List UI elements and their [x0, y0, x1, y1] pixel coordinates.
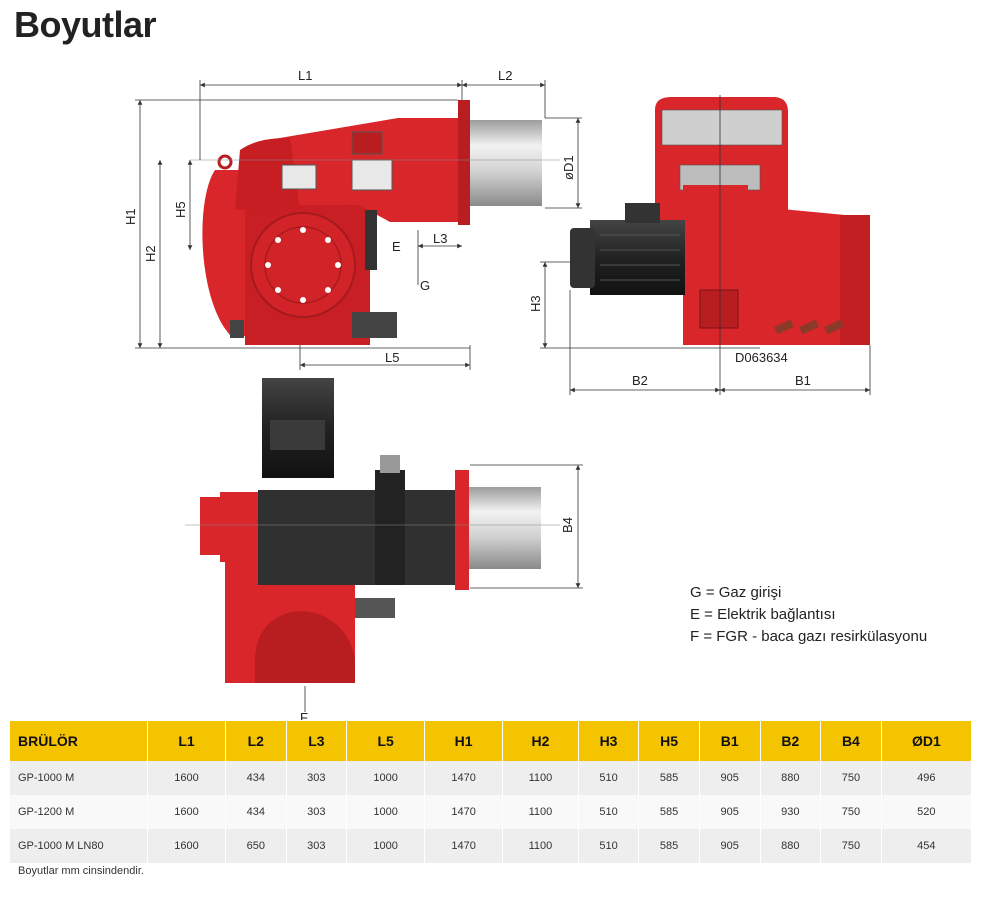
cell: 905 [699, 761, 761, 795]
cell: 1000 [346, 829, 426, 863]
cell: 510 [578, 761, 640, 795]
cell: 510 [578, 829, 640, 863]
legend-item-fgr: F = FGR - baca gazı resirkülasyonu [690, 628, 928, 645]
cell: 1470 [424, 829, 504, 863]
header-b2: B2 [760, 721, 822, 761]
cell: 750 [820, 795, 882, 829]
side-view [190, 100, 560, 345]
page-title: Boyutlar [14, 4, 157, 45]
cell: 1600 [147, 795, 226, 829]
cell: 496 [881, 761, 973, 795]
cell: 520 [881, 795, 973, 829]
cell: 880 [760, 829, 822, 863]
cell: 510 [578, 795, 640, 829]
header-l5: L5 [346, 721, 426, 761]
dim-label-b1: B1 [795, 373, 811, 388]
dim-label-l3: L3 [433, 231, 447, 246]
dim-label-h3: H3 [528, 295, 543, 312]
cell: 303 [286, 761, 348, 795]
dim-label-l1: L1 [298, 68, 312, 83]
legend-item-gas-inlet: G = Gaz girişi [690, 584, 782, 601]
header-h3: H3 [578, 721, 640, 761]
cell: 585 [638, 795, 700, 829]
legend: G = Gaz girişi E = Elektrik bağlantısı F… [690, 582, 927, 648]
label-f: F [300, 710, 308, 720]
header-d1: ØD1 [881, 721, 973, 761]
burner-dimension-drawing: L1 L2 L3 L5 H1 H2 H5 øD1 E G [123, 68, 871, 720]
header-b4: B4 [820, 721, 882, 761]
cell-model: GP-1000 M LN80 [10, 829, 148, 863]
drawing-code: D063634 [735, 350, 788, 365]
top-view-dimensions [304, 464, 583, 712]
cell: 1100 [502, 761, 579, 795]
cell: 1100 [502, 795, 579, 829]
legend-item-electrical: E = Elektrik bağlantısı [690, 606, 836, 623]
label-e: E [392, 239, 401, 254]
cell-model: GP-1200 M [10, 795, 148, 829]
cell-model: GP-1000 M [10, 761, 148, 795]
cell: 434 [225, 761, 287, 795]
dim-label-l2: L2 [498, 68, 512, 83]
cell: 930 [760, 795, 822, 829]
label-g: G [420, 278, 430, 293]
table-row: GP-1000 M LN80 1600 650 303 1000 1470 11… [10, 829, 973, 863]
cell: 650 [225, 829, 287, 863]
cell: 1000 [346, 761, 426, 795]
table-header-row: BRÜLÖR L1 L2 L3 L5 H1 H2 H3 H5 B1 B2 B4 … [10, 721, 973, 761]
cell: 454 [881, 829, 973, 863]
cell: 1100 [502, 829, 579, 863]
units-note: Boyutlar mm cinsindendir. [18, 865, 144, 877]
cell: 905 [699, 795, 761, 829]
header-l2: L2 [225, 721, 287, 761]
cell: 1000 [346, 795, 426, 829]
front-view-dimensions [540, 95, 871, 395]
header-b1: B1 [699, 721, 761, 761]
cell: 1600 [147, 761, 226, 795]
dim-label-l5: L5 [385, 350, 399, 365]
table-row: GP-1000 M 1600 434 303 1000 1470 1100 51… [10, 761, 973, 795]
dim-label-b2: B2 [632, 373, 648, 388]
cell: 750 [820, 829, 882, 863]
side-view-dimensions [135, 80, 582, 370]
dimension-table: BRÜLÖR L1 L2 L3 L5 H1 H2 H3 H5 B1 B2 B4 … [10, 721, 973, 863]
cell: 303 [286, 829, 348, 863]
front-view [570, 97, 870, 345]
header-h5: H5 [638, 721, 700, 761]
cell: 1470 [424, 795, 504, 829]
dim-label-d1: øD1 [561, 155, 576, 180]
top-view [185, 378, 560, 683]
cell: 303 [286, 795, 348, 829]
dim-label-h1: H1 [123, 208, 138, 225]
cell: 750 [820, 761, 882, 795]
header-h2: H2 [502, 721, 579, 761]
table-row: GP-1200 M 1600 434 303 1000 1470 1100 51… [10, 795, 973, 829]
cell: 1600 [147, 829, 226, 863]
header-burner: BRÜLÖR [10, 721, 148, 761]
header-l1: L1 [147, 721, 226, 761]
dim-label-h2: H2 [143, 245, 158, 262]
cell: 585 [638, 829, 700, 863]
cell: 1470 [424, 761, 504, 795]
dim-label-h5: H5 [173, 201, 188, 218]
dim-label-b4: B4 [560, 517, 575, 533]
cell: 905 [699, 829, 761, 863]
cell: 880 [760, 761, 822, 795]
header-h1: H1 [424, 721, 504, 761]
cell: 585 [638, 761, 700, 795]
header-l3: L3 [286, 721, 348, 761]
cell: 434 [225, 795, 287, 829]
